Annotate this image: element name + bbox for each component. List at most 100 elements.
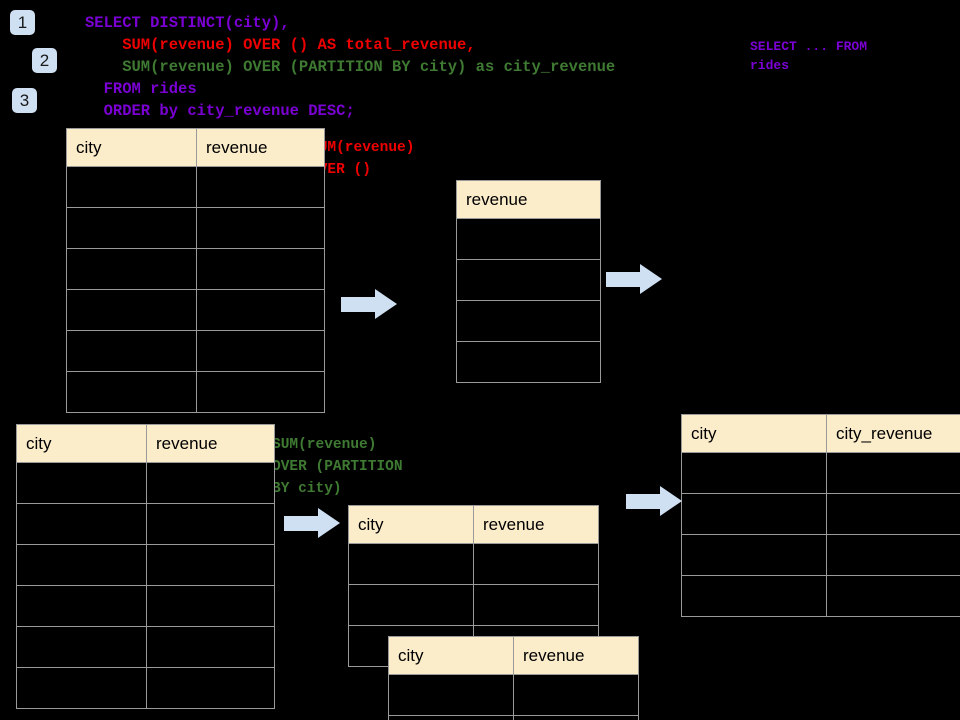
arrow-head xyxy=(318,508,340,538)
table-cell xyxy=(826,534,960,576)
sql-line-4: FROM rides xyxy=(85,80,197,98)
table-row xyxy=(681,575,960,617)
table-row xyxy=(388,715,639,720)
step-badge-2: 2 xyxy=(32,48,57,73)
table-row xyxy=(388,674,639,716)
table-cell xyxy=(66,289,197,331)
step-badge-1: 1 xyxy=(10,10,35,35)
table-row xyxy=(456,341,601,383)
table-row xyxy=(456,218,601,260)
table-cell xyxy=(456,259,601,301)
table-row xyxy=(16,544,275,586)
table-cell xyxy=(146,667,275,709)
table-row xyxy=(681,534,960,576)
column-header-city: city xyxy=(66,128,197,167)
arrow-head xyxy=(640,264,662,294)
table-cell xyxy=(681,452,827,494)
table-cell xyxy=(66,371,197,413)
table-cell xyxy=(66,207,197,249)
table-cell xyxy=(66,248,197,290)
arrow-shaft xyxy=(284,516,320,531)
arrow-shaft xyxy=(341,297,377,312)
table-row xyxy=(348,543,599,585)
table-header-row: revenue xyxy=(456,180,601,219)
table-cell xyxy=(456,300,601,342)
table-cell xyxy=(16,544,147,586)
arrow-shaft xyxy=(626,494,662,509)
table-cell xyxy=(826,575,960,617)
table-cell xyxy=(16,667,147,709)
table-cell xyxy=(196,166,325,208)
table-row xyxy=(16,585,275,627)
table-row xyxy=(66,371,325,413)
column-header-city: city xyxy=(388,636,514,675)
table-row xyxy=(456,300,601,342)
table-cell xyxy=(826,452,960,494)
table-row xyxy=(16,667,275,709)
table-row xyxy=(66,289,325,331)
table-row xyxy=(681,452,960,494)
table-cell xyxy=(388,674,514,716)
table-cell xyxy=(456,341,601,383)
table-cell xyxy=(388,715,514,720)
table-cell xyxy=(146,503,275,545)
table-cell xyxy=(681,575,827,617)
arrow-total-to-result xyxy=(606,264,662,294)
sql-line-2: SUM(revenue) OVER () AS total_revenue, xyxy=(85,36,476,54)
table-cell xyxy=(681,534,827,576)
table-cell xyxy=(146,462,275,504)
table-cell xyxy=(196,330,325,372)
table-cell xyxy=(473,584,599,626)
table-cell xyxy=(146,544,275,586)
table-row xyxy=(66,166,325,208)
table-row xyxy=(66,330,325,372)
table-cell xyxy=(66,166,197,208)
column-header-revenue: revenue xyxy=(473,505,599,544)
sql-line-5: ORDER by city_revenue DESC; xyxy=(85,102,355,120)
table-row xyxy=(16,626,275,668)
table-cell xyxy=(66,330,197,372)
sql-line-1: SELECT DISTINCT(city), xyxy=(85,14,290,32)
table-cell xyxy=(456,218,601,260)
arrow-source-to-partition xyxy=(284,508,340,538)
table-cell xyxy=(196,248,325,290)
table-cell xyxy=(513,715,639,720)
table-cell xyxy=(196,289,325,331)
table-cell xyxy=(348,543,474,585)
table-row xyxy=(16,462,275,504)
table-cell xyxy=(196,371,325,413)
arrow-head xyxy=(375,289,397,319)
arrow-head xyxy=(660,486,682,516)
table-cell xyxy=(146,585,275,627)
table-row xyxy=(348,584,599,626)
column-header-city: city xyxy=(681,414,827,453)
table-row xyxy=(456,259,601,301)
over-empty-note: SUM(revenue) OVER () xyxy=(310,140,415,178)
table-row xyxy=(16,503,275,545)
sql-query-block: SELECT DISTINCT(city), SUM(revenue) OVER… xyxy=(85,12,615,122)
table-cell xyxy=(513,674,639,716)
column-header-revenue: revenue xyxy=(456,180,601,219)
table-row xyxy=(681,493,960,535)
table-cell xyxy=(16,585,147,627)
table-row xyxy=(66,207,325,249)
table-row xyxy=(66,248,325,290)
table-cell xyxy=(681,493,827,535)
table-cell xyxy=(473,543,599,585)
select-from-rides-note: SELECT ... FROM rides xyxy=(750,39,868,73)
arrow-partition-to-result xyxy=(626,486,682,516)
over-partition-note: SUM(revenue) OVER (PARTITION BY city) xyxy=(272,437,403,497)
step-badge-3: 3 xyxy=(12,88,37,113)
column-header-revenue: revenue xyxy=(196,128,325,167)
column-header-city: city xyxy=(348,505,474,544)
column-header-revenue: revenue xyxy=(146,424,275,463)
